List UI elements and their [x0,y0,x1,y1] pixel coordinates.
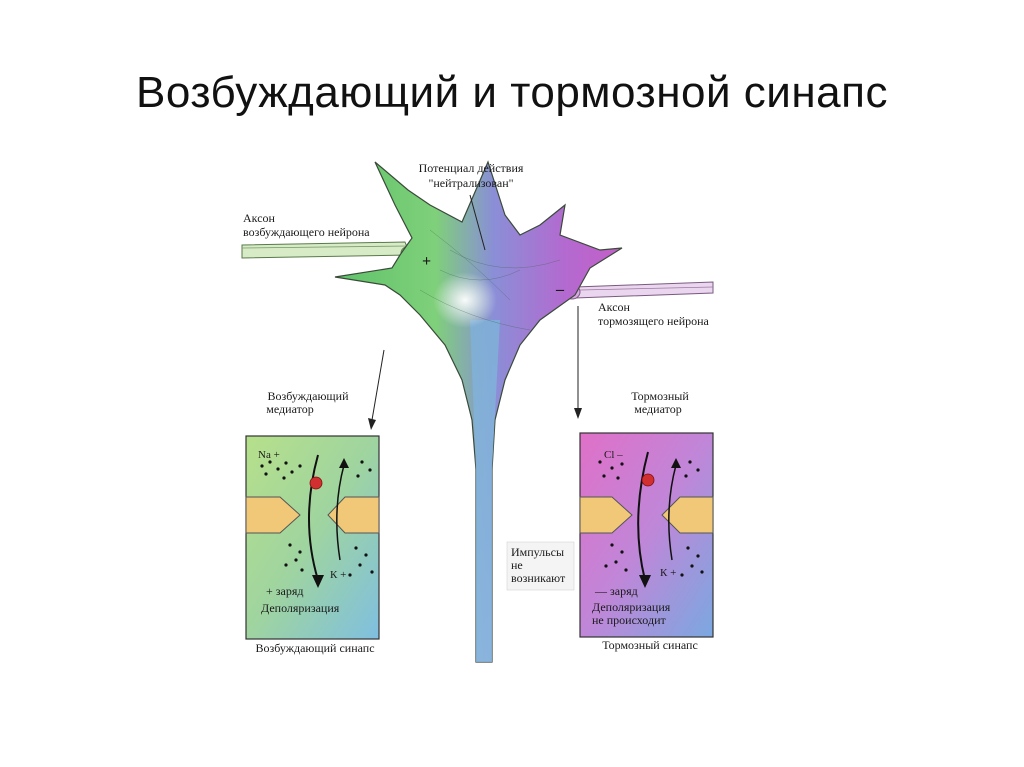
inhibitory-synapse-caption: Тормозный синапс [602,638,698,652]
plus-charge-label: + заряд [266,584,303,598]
excitatory-mediator-label-line1: Возбуждающий [267,389,349,403]
excitatory-axon-label-line2: возбуждающего нейрона [243,225,370,239]
k-ion-label-left: К + [330,569,346,581]
minus-charge-label: — заряд [594,584,638,598]
inhibitory-axon-label-line2: тормозящего нейрона [598,314,710,328]
excitatory-mediator-label-line2: медиатор [266,402,313,416]
excitatory-synapse-panel: Na + К + + заряд Деполяризация [245,435,380,640]
impulses-label-line2: не [511,558,523,572]
inhibitory-mediator-label-line1: Тормозный [631,389,689,403]
inhibitory-synapse-panel: Cl – К + — заряд Деполяризация не происх… [579,432,714,638]
no-depolarization-label-line2: не происходит [592,613,666,627]
excitatory-synapse-caption: Возбуждающий синапс [255,641,374,655]
no-depolarization-label-line1: Деполяризация [592,600,671,614]
depolarization-label: Деполяризация [261,601,340,615]
neuron-soma [334,160,623,663]
impulses-label-line3: возникают [511,571,566,585]
slide-title: Возбуждающий и тормозной синапс [136,68,888,117]
impulses-label: Импульсы не возникают [506,541,575,591]
excitatory-axon-label-line1: Аксон [243,211,276,225]
cl-ion-label: Cl – [604,449,623,461]
arrow-to-inhibitory-panel [574,306,582,419]
na-ion-label: Na + [258,449,280,461]
plus-sign: + [422,253,431,270]
inhibitory-axon [563,281,714,300]
minus-sign: – [555,281,565,298]
excitatory-axon [241,241,420,261]
potential-label-line2: "нейтрализован" [428,176,513,190]
potential-label-line1: Потенциал действия [419,161,524,175]
arrow-to-excitatory-panel [368,349,385,430]
inhibitory-axon-label-line1: Аксон [598,300,631,314]
potential-pointer [469,194,486,251]
k-ion-label-right: К + [660,567,676,579]
impulses-label-line1: Импульсы [511,545,564,559]
inhibitory-mediator-label-line2: медиатор [634,402,681,416]
